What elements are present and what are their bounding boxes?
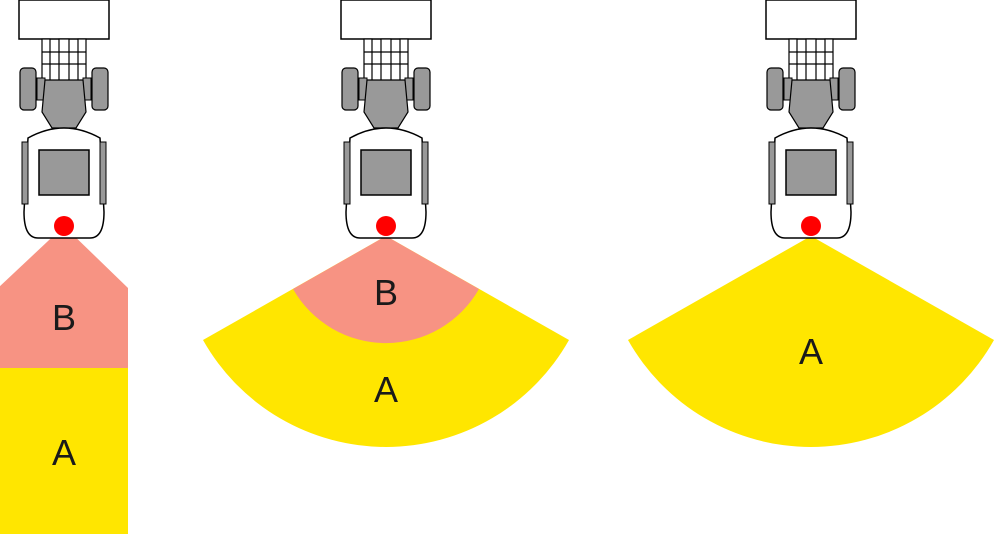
vehicle — [18, 0, 110, 239]
sensor-dot — [54, 216, 74, 236]
panel-rectangular: B A — [0, 0, 128, 534]
zone-a-area — [628, 236, 994, 447]
panel-sector: A — [628, 0, 994, 447]
zone-a-label: A — [374, 369, 398, 410]
panel-nested-sector: B A — [203, 0, 569, 447]
sensor-dot — [801, 216, 821, 236]
vehicle — [765, 0, 857, 239]
vehicle — [340, 0, 432, 239]
zone-b-area — [0, 226, 128, 368]
zone-b-label: B — [52, 297, 76, 338]
sensor-dot — [376, 216, 396, 236]
zone-a-label: A — [52, 432, 76, 473]
zone-b-label: B — [374, 272, 398, 313]
zone-b-area — [293, 236, 479, 344]
zone-a-area — [0, 368, 128, 534]
zone-a-label: A — [799, 331, 823, 372]
